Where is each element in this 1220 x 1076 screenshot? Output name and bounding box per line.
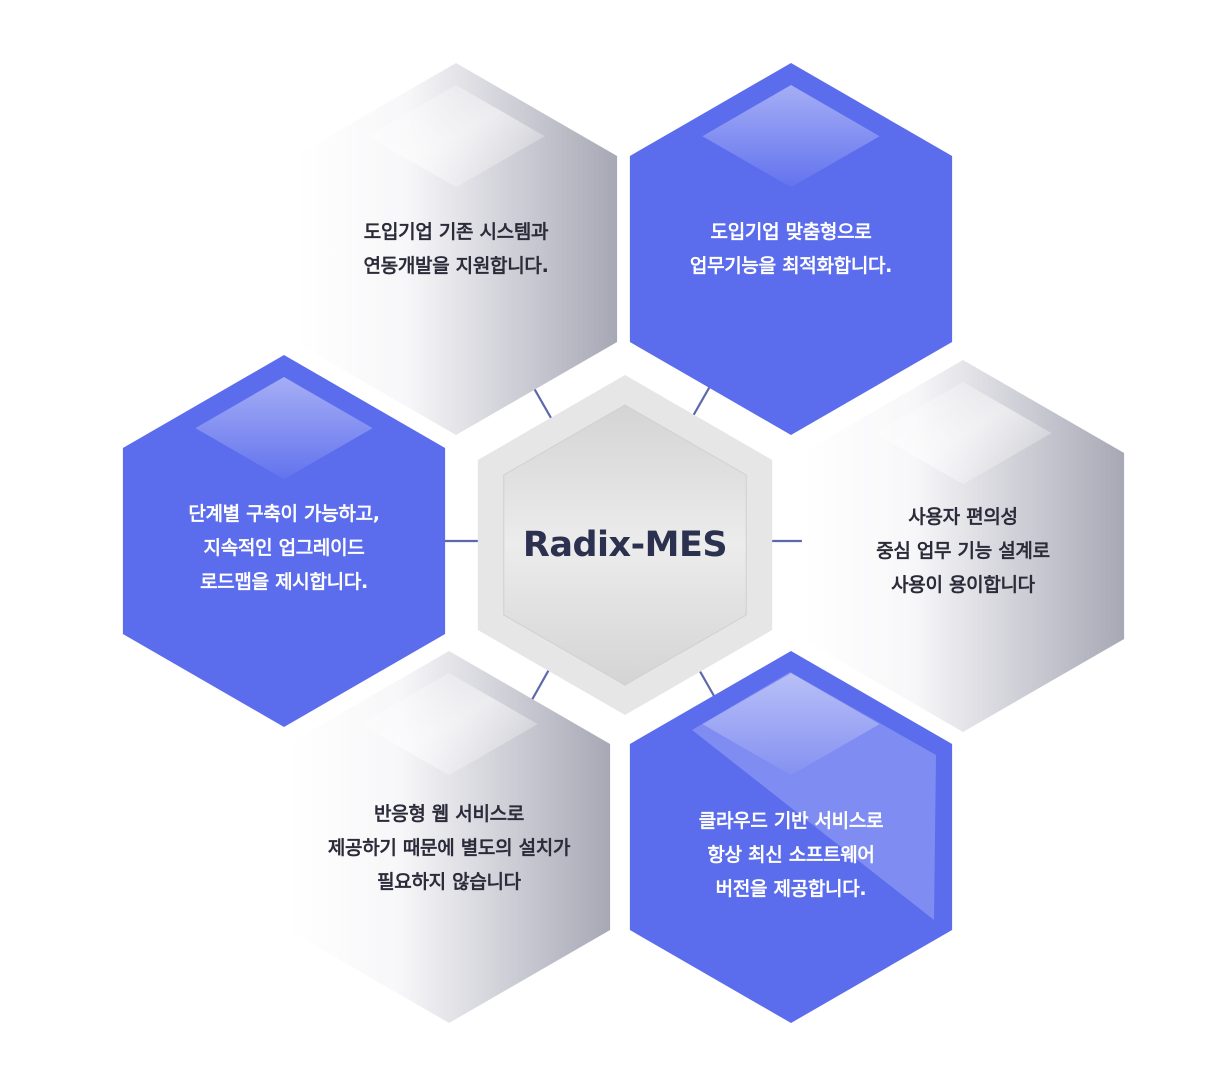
hexagon-top-left: [294, 63, 618, 435]
hexagon-label-line: 중심 업무 기능 설계로: [876, 540, 1050, 562]
hexagon-label-line: 사용자 편의성: [908, 506, 1018, 528]
hexagon-label-line: 클라우드 기반 서비스로: [698, 810, 884, 832]
center-hexagon: [477, 375, 773, 715]
hexagon-highlight: [874, 382, 1052, 485]
hexagon-label-line: 도입기업 맞춤형으로: [710, 221, 872, 243]
hexagon-label-line: 연동개발을 지원합니다.: [363, 255, 549, 277]
hexagon-shape: [287, 651, 611, 1023]
hexagon-label-line: 필요하지 않습니다: [377, 871, 521, 893]
hexagon-shape: [801, 360, 1125, 732]
hexagon-label-line: 도입기업 기존 시스템과: [363, 221, 549, 243]
hexagon-middle-left: [122, 355, 446, 727]
hexagon-layer: [122, 63, 1125, 1023]
hexagon-shape: [294, 63, 618, 435]
hexagon-label-line: 지속적인 업그레이드: [203, 537, 365, 559]
hexagon-middle-right: [801, 360, 1125, 732]
hexagon-label-line: 제공하기 때문에 별도의 설치가: [327, 837, 571, 859]
hexagon-bottom-right: [629, 651, 953, 1023]
hexagon-glossy-facet: [692, 672, 936, 920]
hexagon-highlight: [367, 85, 545, 188]
hexagon-highlight: [702, 673, 880, 776]
hexagon-label-line: 로드맵을 제시합니다.: [200, 571, 368, 593]
hexagon-highlight: [360, 673, 538, 776]
hexagon-label-line: 항상 최신 소프트웨어: [707, 844, 875, 866]
hexagon-label-line: 단계별 구축이 가능하고,: [188, 503, 380, 525]
hexagon-highlight: [195, 377, 373, 480]
center-title: Radix-MES: [522, 525, 728, 565]
hexagon-label-line: 업무기능을 최적화합니다.: [689, 255, 893, 277]
hexagon-label-line: 반응형 웹 서비스로: [373, 803, 525, 825]
hexagon-shape: [629, 63, 953, 435]
hexagon-highlight: [702, 85, 880, 188]
hexagon-bottom-left: [287, 651, 611, 1023]
hexagon-top-right: [629, 63, 953, 435]
hexagon-label-line: 버전을 제공합니다.: [715, 878, 867, 900]
hexagon-label-line: 사용이 용이합니다: [891, 574, 1035, 596]
hexagon-shape: [629, 651, 953, 1023]
center-hexagon-core: [503, 404, 747, 686]
hexagon-shape: [122, 355, 446, 727]
